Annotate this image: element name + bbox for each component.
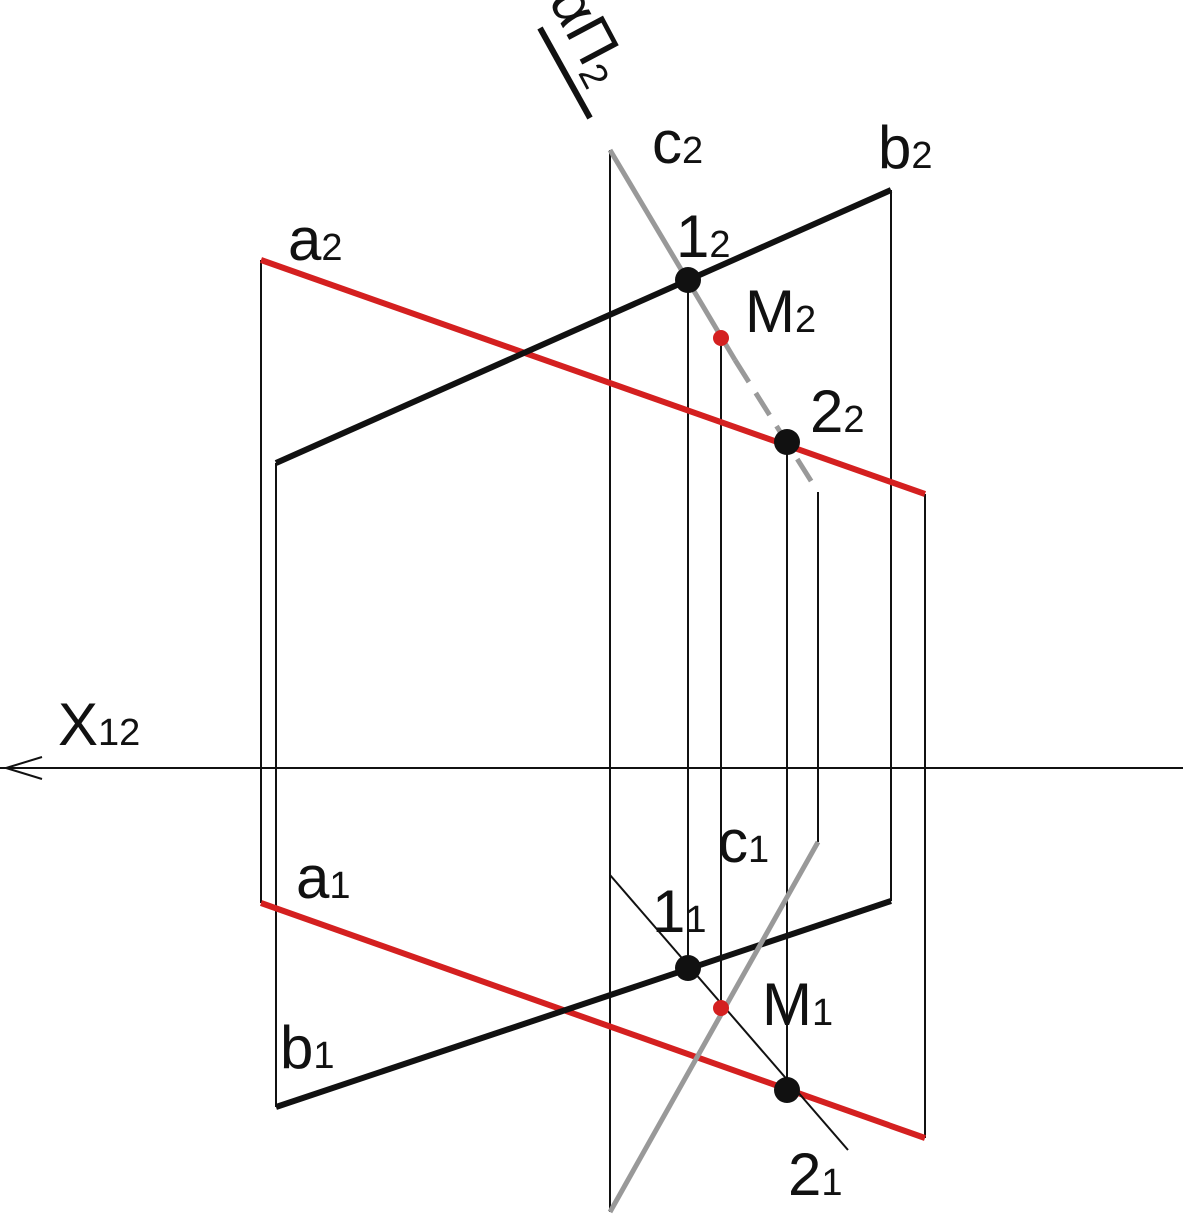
label-point-2-2: 22 <box>810 378 865 445</box>
plane-trace-horizontal <box>609 874 849 1151</box>
label-c2: c2 <box>652 109 703 176</box>
label-c1: c1 <box>718 808 769 875</box>
label-point-1-1: 11 <box>652 878 707 945</box>
label-b2: b2 <box>878 114 933 181</box>
x12-axis <box>0 756 1183 780</box>
label-point-1-2: 12 <box>676 203 731 270</box>
plane-trace-c2-dashed <box>732 358 821 494</box>
point-2-2 <box>774 429 800 455</box>
point-1-2 <box>675 267 701 293</box>
line-a2 <box>260 257 926 497</box>
label-b1: b1 <box>280 1014 335 1081</box>
point-m2 <box>713 330 729 346</box>
label-a2: a2 <box>288 206 343 273</box>
label-m1: M1 <box>762 971 833 1038</box>
line-b2 <box>274 187 893 466</box>
label-point-2-1: 21 <box>788 1141 843 1208</box>
horizontal-projection <box>259 840 927 1214</box>
plane-trace-c2-solid <box>607 148 738 362</box>
plane-alpha-bar <box>537 26 593 120</box>
label-x12: X12 <box>58 691 140 758</box>
point-1-1 <box>675 955 701 981</box>
line-c1 <box>607 840 821 1214</box>
frontal-projection <box>260 148 926 497</box>
line-a1 <box>259 900 927 1141</box>
point-m1 <box>713 1000 729 1016</box>
point-2-1 <box>774 1077 800 1103</box>
projection-links <box>260 150 926 1212</box>
label-m2: M2 <box>745 278 816 345</box>
label-a1: a1 <box>296 844 351 911</box>
line-b1 <box>275 898 892 1110</box>
